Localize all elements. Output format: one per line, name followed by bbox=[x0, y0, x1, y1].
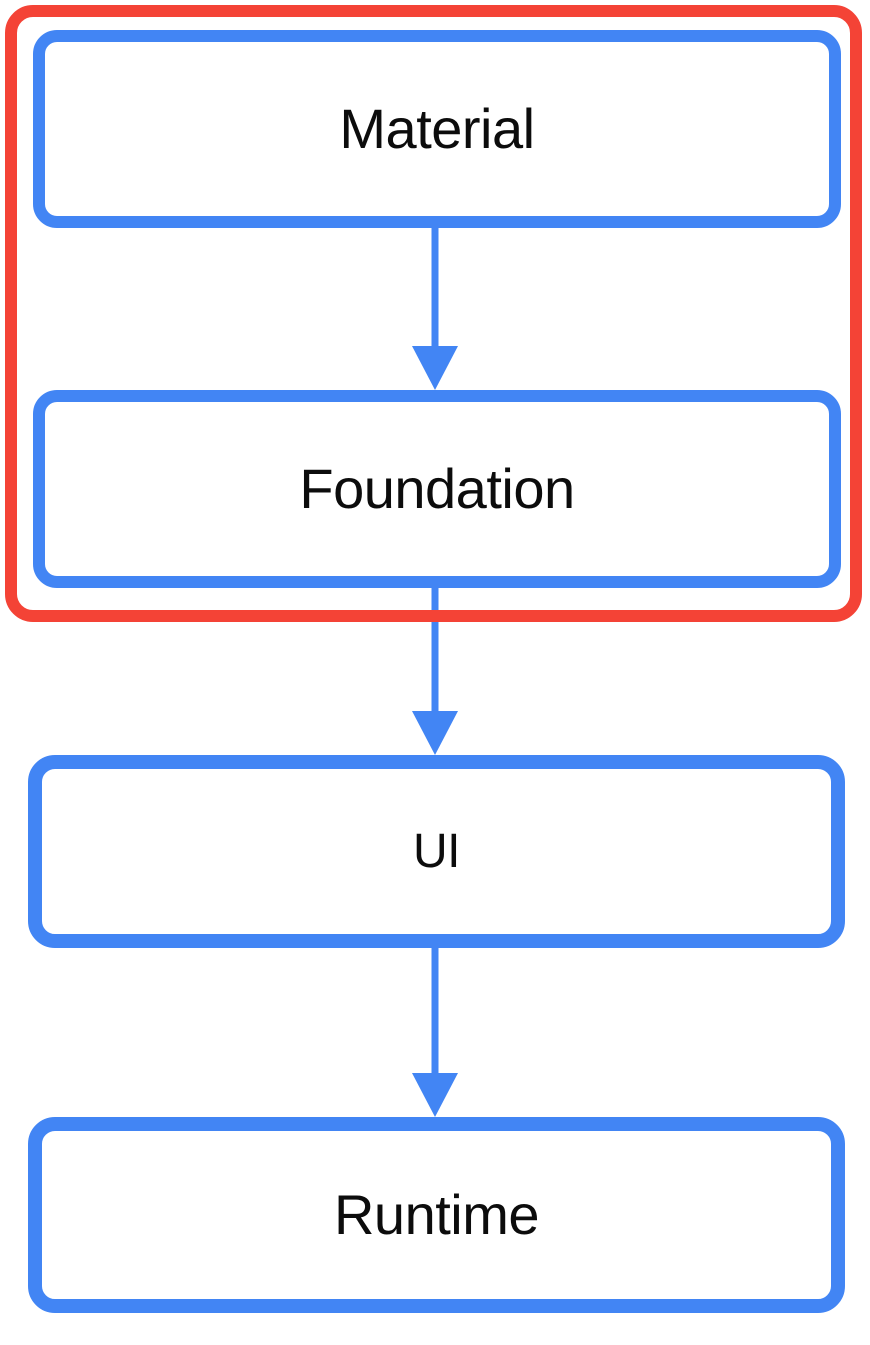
node-box-material[interactable] bbox=[33, 30, 841, 228]
node-label-foundation: Foundation bbox=[299, 457, 575, 520]
node-box-runtime[interactable] bbox=[28, 1117, 845, 1313]
group-highlight-outline[interactable] bbox=[5, 5, 862, 622]
arrow-foundation-to-ui bbox=[412, 588, 458, 755]
node-label-runtime: Runtime bbox=[333, 1183, 540, 1246]
node-label-ui: UI bbox=[413, 824, 461, 878]
node-label-material: Material bbox=[339, 97, 535, 160]
node-box-ui[interactable] bbox=[28, 755, 845, 948]
arrow-ui-to-runtime bbox=[412, 948, 458, 1117]
arrow-material-to-foundation bbox=[412, 228, 458, 390]
node-box-foundation[interactable] bbox=[33, 390, 841, 588]
